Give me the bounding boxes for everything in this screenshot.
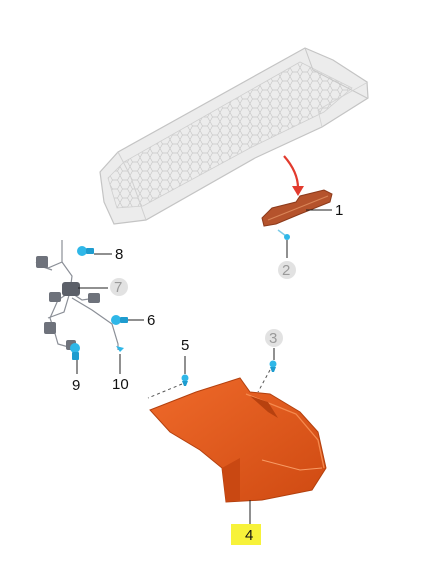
callout-4-highlight <box>231 524 261 545</box>
callout-2-circle <box>278 261 296 279</box>
bulb-socket-part-8 <box>77 246 94 256</box>
installation-arrow <box>283 155 304 196</box>
callout-7-circle <box>110 278 128 296</box>
callout-10: 10 <box>112 376 129 393</box>
brake-light-bracket <box>261 189 333 227</box>
clip-part-5 <box>181 374 189 386</box>
callout-7: 7 <box>114 279 122 296</box>
trim-cover-part-4 <box>149 377 327 503</box>
bulb-socket-part-9 <box>70 343 80 360</box>
callout-9: 9 <box>72 377 80 394</box>
clip-part-3 <box>269 360 277 372</box>
callout-5: 5 <box>181 337 189 354</box>
callout-4: 4 <box>245 527 253 544</box>
spoiler-outline <box>99 47 369 225</box>
leader-3-dashed <box>257 369 271 393</box>
callout-6: 6 <box>147 312 155 329</box>
callout-2: 2 <box>282 262 290 279</box>
callout-3: 3 <box>269 330 277 347</box>
wiring-harness <box>35 240 119 350</box>
clip-part-10 <box>116 346 124 352</box>
callout-8: 8 <box>115 246 123 263</box>
leader-5-dashed <box>147 383 183 399</box>
callout-3-circle <box>265 329 283 347</box>
bulb-socket-part-6 <box>111 315 128 325</box>
callout-1: 1 <box>335 202 343 219</box>
screw-part-2 <box>277 229 290 240</box>
